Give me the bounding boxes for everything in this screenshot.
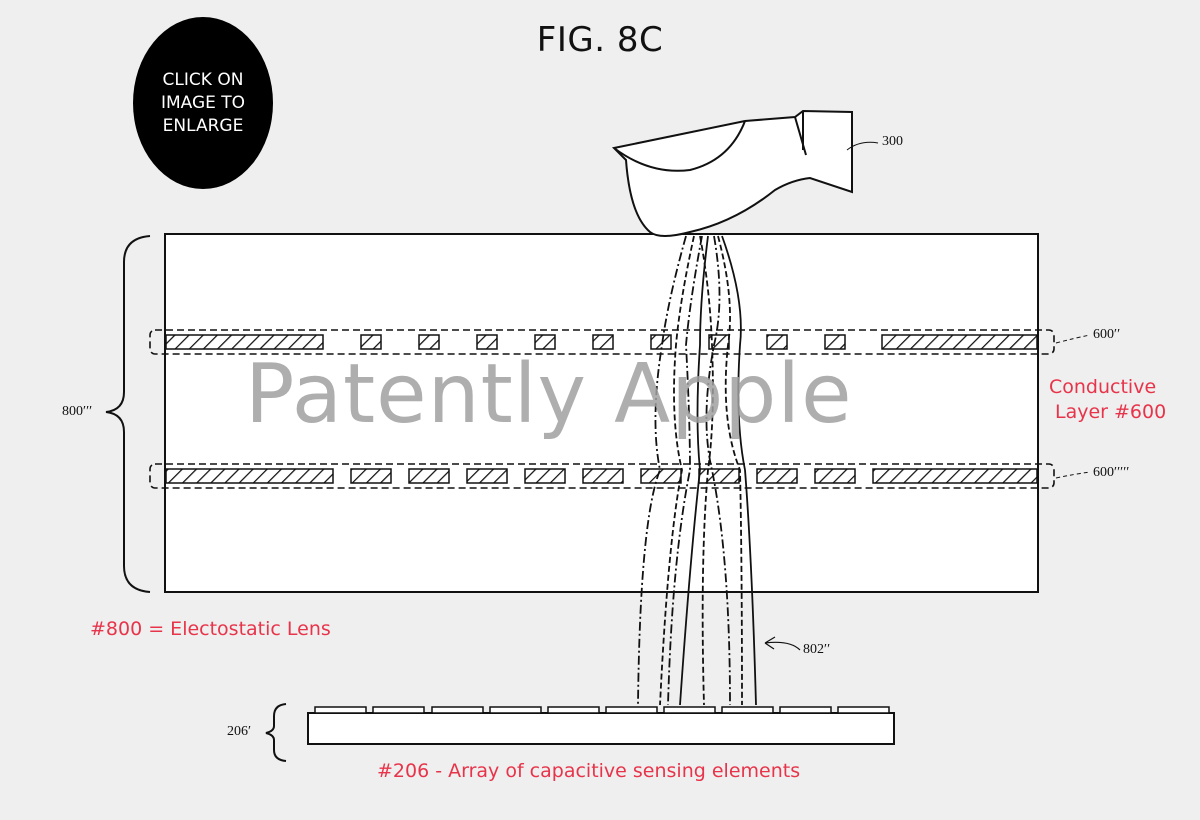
sensor-array [307,706,895,745]
bottom-conductive-layer [149,463,1055,489]
ref-label-600-top: 600′′ [1093,327,1121,342]
ref-label-206: 206′ [227,724,252,739]
electrostatic-lens-box [164,233,1039,593]
top-conductive-layer [149,329,1055,355]
enlarge-line-2: IMAGE TO [160,92,246,113]
ref-label-600-bottom: 600′′′′′ [1093,465,1130,480]
click-to-enlarge-badge[interactable]: CLICK ON IMAGE TO ENLARGE [133,17,273,189]
figure-title: FIG. 8C [536,20,664,60]
conductive-layer-annotation-line2: Layer #600 [1055,401,1167,423]
conductive-layer-annotation-line1: Conductive [1049,376,1157,398]
leader-300 [846,141,879,151]
leader-600-top [1055,334,1091,344]
ref-label-800: 800′′′ [62,404,93,419]
enlarge-line-3: ENLARGE [162,115,244,136]
leader-600-bottom [1055,471,1091,479]
finger-icon [611,109,853,237]
sensor-bracket-icon [265,703,287,762]
sensor-array-annotation: #206 - Array of capacitive sensing eleme… [377,760,801,782]
ref-label-300: 300 [882,134,903,149]
enlarge-line-1: CLICK ON [162,69,244,90]
ref-label-802: 802′′ [803,642,831,657]
lens-annotation: #800 = Electostatic Lens [90,618,331,640]
leader-802 [764,636,801,651]
lens-bracket-icon [105,235,151,593]
light-paths [637,235,757,706]
